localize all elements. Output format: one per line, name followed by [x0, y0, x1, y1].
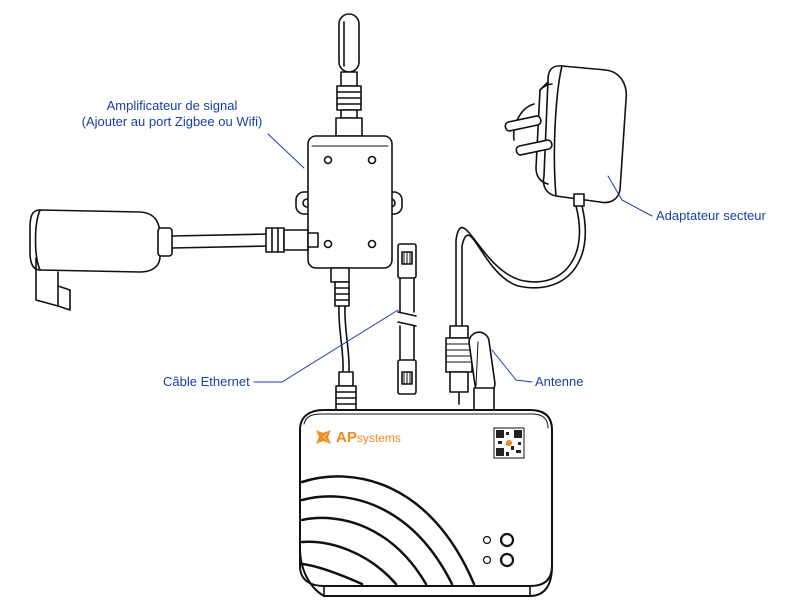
qr-code-icon	[493, 427, 525, 459]
signal-amplifier	[295, 135, 403, 283]
ecu-device	[299, 409, 553, 597]
amplifier-label: Amplificateur de signal (Ajouter au port…	[52, 98, 292, 130]
brand-prefix: AP	[336, 429, 357, 446]
amplifier-label-line1: Amplificateur de signal	[106, 98, 238, 113]
device-brand: APsystems	[336, 429, 401, 446]
amplifier-leader-line	[267, 133, 305, 169]
ecu-power-adapter	[445, 65, 628, 405]
ethernet-leader-line	[253, 309, 399, 383]
amplifier-antenna	[335, 13, 363, 137]
amplifier-label-line2: (Ajouter au port Zigbee ou Wifi)	[81, 114, 263, 129]
antenna-leader-line	[491, 349, 533, 383]
apsystems-logo-icon	[316, 430, 331, 444]
amplifier-coax-cable	[334, 281, 357, 411]
adapter-leader-line	[607, 175, 653, 217]
ethernet-cable-label: Câble Ethernet	[163, 374, 250, 389]
amplifier-power-adapter	[29, 209, 319, 311]
ethernet-cable	[397, 243, 417, 395]
power-adapter-label: Adaptateur secteur	[656, 208, 766, 223]
leader-lines	[253, 133, 653, 383]
brand-suffix: systems	[357, 431, 401, 445]
antenna-label: Antenne	[535, 374, 584, 389]
ecu-antenna	[468, 331, 496, 413]
